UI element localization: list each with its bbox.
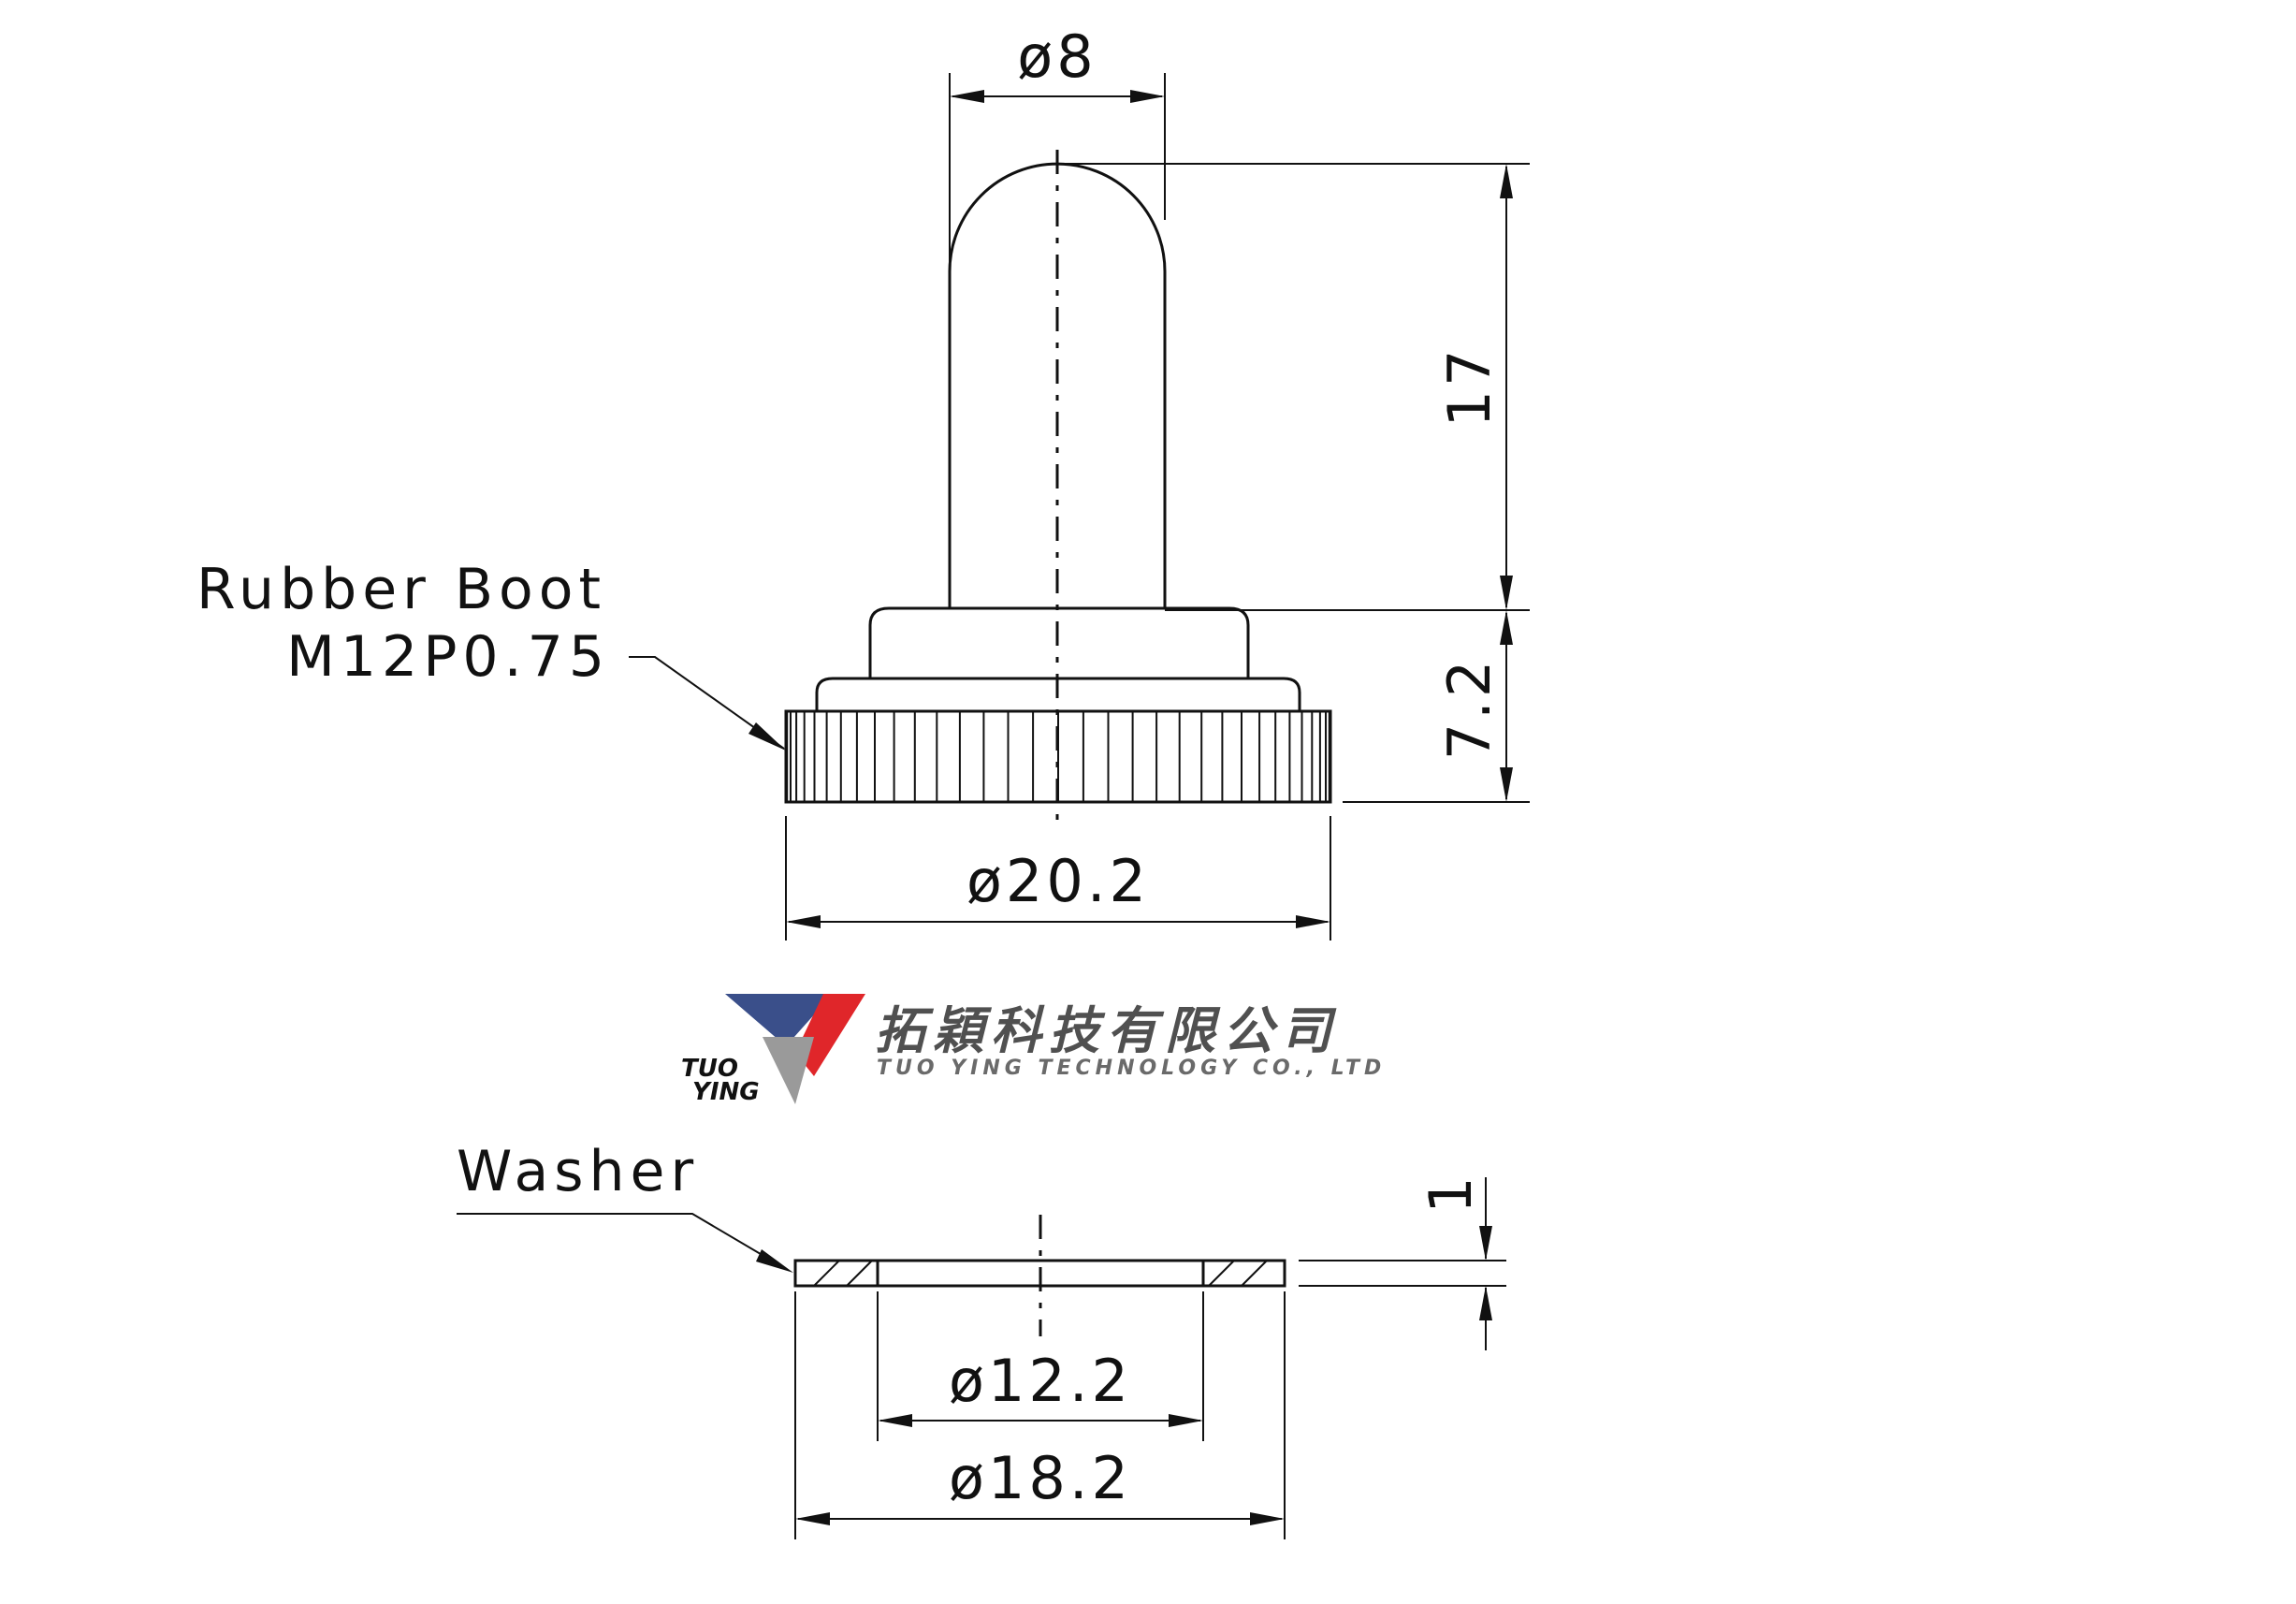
company-english-name: TUO YING TECHNOLOGY CO., LTD — [877, 1057, 1386, 1080]
boot-body-outline — [948, 162, 1167, 608]
thread-spec-label: M12P0.75 — [286, 624, 610, 690]
boot-leader-line — [629, 656, 785, 750]
dim-7-2-arrow-top — [1500, 610, 1513, 645]
dim-base-arrow-left — [786, 915, 821, 928]
washer-hatch — [1241, 1260, 1268, 1287]
washer-leader-arrow — [756, 1249, 793, 1273]
dim-outer-diameter-label: ø18.2 — [949, 1444, 1132, 1512]
dim-7-2-arrow-bottom — [1500, 767, 1513, 802]
logo-mark-line2: YING — [692, 1078, 760, 1106]
company-chinese-name: 拓穎科技有限公司 — [875, 1001, 1339, 1060]
dim-inner-arrow-right — [1169, 1414, 1203, 1427]
dim-base-arrow-right — [1296, 915, 1330, 928]
dim-top-arrow-left — [950, 90, 984, 103]
boot-shoulder-outline — [868, 606, 1250, 678]
knurl-lines — [786, 711, 1330, 802]
dim-inner-diameter-label: ø12.2 — [949, 1347, 1132, 1415]
dim-thickness-arrow-bottom — [1479, 1286, 1492, 1320]
dim-17-arrow-bottom — [1500, 576, 1513, 610]
dim-top-diameter-label: ø8 — [1017, 22, 1097, 91]
dim-height-base-label: 7.2 — [1435, 657, 1504, 761]
logo-mark-line1: TUO — [681, 1055, 738, 1083]
rubber-boot-label: Rubber Boot — [196, 557, 606, 622]
dim-height-top-label: 17 — [1435, 346, 1504, 428]
dim-17-arrow-top — [1500, 164, 1513, 198]
dim-base-diameter-label: ø20.2 — [966, 847, 1150, 915]
logo-gray-shape — [763, 1037, 814, 1104]
rubber-boot-view: ø8 17 7.2 ø20.2 Rubber Boot M12P0.75 — [196, 22, 1530, 941]
dim-top-arrow-right — [1130, 90, 1165, 103]
company-logo: TUO YING 拓穎科技有限公司 TUO YING TECHNOLOGY CO… — [681, 994, 1386, 1106]
boot-leader-arrow — [748, 722, 786, 751]
dim-thickness-arrow-top — [1479, 1226, 1492, 1261]
washer-hatch — [1208, 1260, 1235, 1287]
washer-view: 1 ø12.2 ø18.2 Washer — [457, 1139, 1506, 1539]
logo-blue-shape — [725, 994, 833, 1046]
washer-label: Washer — [457, 1139, 699, 1204]
washer-hatch — [846, 1260, 873, 1287]
dim-outer-arrow-left — [795, 1512, 830, 1525]
dim-thickness-label: 1 — [1417, 1173, 1485, 1213]
dim-inner-arrow-left — [878, 1414, 912, 1427]
washer-hatch — [813, 1260, 840, 1287]
washer-leader-line — [457, 1213, 787, 1270]
logo-red-shape — [795, 994, 865, 1076]
dim-outer-arrow-right — [1250, 1512, 1285, 1525]
